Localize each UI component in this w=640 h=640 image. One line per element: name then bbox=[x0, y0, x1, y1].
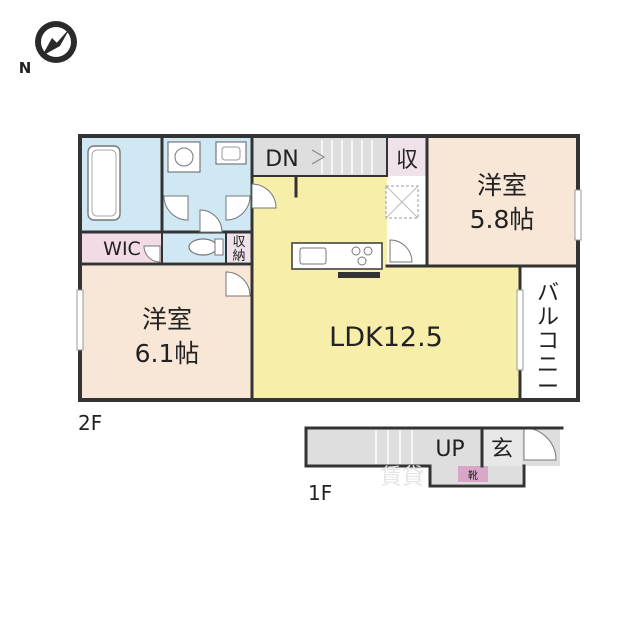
western-room-5-8-name: 洋室 bbox=[477, 171, 527, 200]
storage-mid bbox=[226, 232, 252, 262]
door-swings bbox=[143, 183, 413, 297]
washing-machine-icon bbox=[167, 141, 201, 173]
windows bbox=[76, 189, 582, 371]
stairs-down-arrow bbox=[311, 149, 326, 165]
balcony-label: バ ル コ ニ ー bbox=[537, 281, 559, 400]
western-room-6-1-size: 6.1帖 bbox=[135, 339, 200, 368]
svg-text:ー: ー bbox=[537, 375, 559, 400]
western-room-6-1 bbox=[82, 266, 252, 398]
stove-icon bbox=[351, 246, 373, 266]
stairs-down-treads bbox=[321, 140, 373, 174]
walls-1f bbox=[304, 426, 564, 488]
western-room-5-8 bbox=[427, 138, 577, 266]
storage-top bbox=[387, 138, 427, 176]
svg-text:ニ: ニ bbox=[537, 353, 559, 378]
ldk-label: LDK12.5 bbox=[329, 322, 443, 353]
storage-mid-label-2: 納 bbox=[232, 249, 245, 264]
stairs-down-label: DN bbox=[265, 147, 298, 172]
sink-icon bbox=[299, 247, 327, 265]
floor-label-1f: 1F bbox=[308, 481, 332, 505]
entrance-label: 玄 bbox=[491, 437, 513, 462]
svg-text:ル: ル bbox=[537, 305, 559, 330]
stairs-up-treads bbox=[375, 430, 413, 464]
entrance-area bbox=[482, 430, 522, 466]
stairs-down-area bbox=[252, 138, 387, 176]
compass-north-icon bbox=[35, 21, 77, 63]
svg-text:バ: バ bbox=[537, 281, 559, 306]
wic-label: WIC bbox=[103, 238, 141, 260]
shoe-box-label: 靴 bbox=[468, 469, 478, 482]
floor-label-2f: 2F bbox=[78, 411, 102, 435]
bathtub bbox=[87, 145, 121, 221]
north-label: N bbox=[19, 59, 32, 77]
toilet-bowl-icon bbox=[188, 238, 218, 256]
stairs-up-label: UP bbox=[435, 437, 464, 462]
shoe-box bbox=[458, 466, 488, 482]
watermark: 賃貸 bbox=[380, 465, 424, 490]
storage-mid-label-1: 収 bbox=[232, 235, 245, 250]
balcony bbox=[520, 266, 577, 398]
western-room-5-8-size: 5.8帖 bbox=[470, 205, 535, 234]
ldk-area bbox=[252, 176, 520, 398]
western-room-6-1-name: 洋室 bbox=[142, 305, 192, 334]
svg-text:コ: コ bbox=[537, 329, 559, 354]
wash-basin-icon bbox=[215, 141, 247, 165]
storage-top-label: 収 bbox=[396, 148, 418, 173]
